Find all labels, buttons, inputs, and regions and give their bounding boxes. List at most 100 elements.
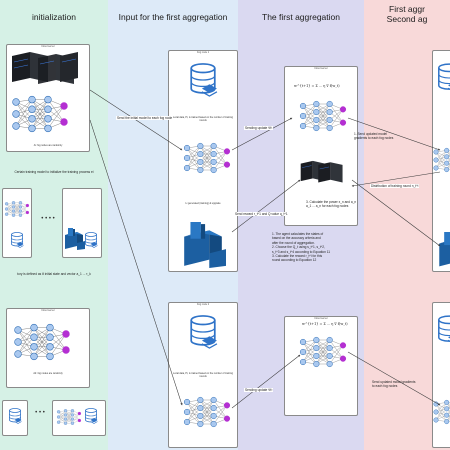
neuron (433, 165, 439, 171)
neuron (313, 116, 320, 124)
neuron (14, 350, 22, 358)
output-neuron (223, 148, 231, 155)
neuron (14, 338, 22, 346)
step-line: 3. Calculate the power x_n and a_n (306, 200, 357, 204)
ellipsis: • • • • (41, 216, 55, 222)
neural-network-icon (433, 399, 450, 425)
neuron (433, 157, 439, 163)
arrow-distribution (351, 171, 441, 187)
neuron (183, 408, 191, 416)
neuron (326, 116, 333, 124)
output-neuron (77, 418, 82, 423)
neural-network-icon (433, 147, 450, 173)
generated-note: Li generated (training) & upgrade (185, 202, 221, 205)
neuron (46, 343, 54, 351)
agent-icon (184, 222, 226, 268)
output-neuron (60, 118, 68, 126)
neuron (210, 142, 217, 150)
neuron (313, 344, 320, 352)
output-neuron (60, 102, 68, 110)
neuron (444, 154, 450, 160)
box-title: Cloud server (314, 67, 328, 70)
neuron (326, 352, 333, 360)
neuron (28, 95, 36, 104)
neuron (46, 323, 54, 332)
init-bottom-caption: tory is defined as θ initial state and v… (17, 272, 91, 276)
step-line: a_1 ... a_n for each fog nodes (306, 204, 349, 209)
local-data-note: Local data, Pi, is trained based on the … (173, 372, 233, 378)
fog-node-panel-right-1 (432, 50, 450, 272)
output-neuron (25, 203, 30, 208)
neuron (433, 149, 439, 155)
neuron (197, 150, 204, 158)
neuron (12, 110, 20, 118)
neuron (183, 164, 191, 172)
neuron (63, 421, 68, 425)
output-neuron (339, 342, 347, 349)
neuron (183, 144, 191, 152)
neuron (210, 158, 217, 166)
neuron (11, 213, 16, 217)
fog-node-box-3 (2, 400, 28, 436)
label-initial-model: Send the initial model to each fog node (116, 116, 174, 120)
box-title: Cloud server (314, 317, 328, 320)
agent-step-line: after the round of aggregation. (272, 240, 315, 245)
neuron (444, 412, 450, 418)
arrow-cloud-to-right-agent (351, 179, 441, 247)
neuron (183, 418, 191, 426)
arrow-init-to-fog2 (89, 119, 183, 406)
neuron (12, 122, 20, 130)
aggregation-formula: w^{t+1} = Σ ... η ∇ f(w_t) (294, 84, 340, 88)
agent-step-line: based on the accuracy criteria and (272, 236, 321, 241)
neural-network-icon (12, 95, 68, 133)
agent-icon (439, 232, 450, 267)
cloud-server-panel-2: Cloud server (284, 316, 358, 416)
output-neuron (62, 346, 70, 354)
neuron (70, 409, 75, 413)
neuron (444, 419, 450, 425)
neuron (444, 160, 450, 166)
neuron (70, 421, 75, 425)
aggregation-formula: w^{t+1} = Σ ... η ∇ f(w_t) (302, 322, 348, 326)
neuron (56, 410, 61, 414)
neuron (183, 398, 191, 406)
box-title: Fog node 1 (196, 51, 210, 54)
neuron (197, 166, 204, 174)
neuron (28, 124, 36, 133)
neuron (210, 404, 217, 412)
cloud-server-panel: Cloud server (284, 66, 358, 226)
neuron (313, 336, 320, 344)
arrow-fog2-to-cloud2 (231, 354, 301, 409)
agent-steps: 1. The agent calculates the states of ba… (272, 232, 356, 263)
neuron (44, 105, 52, 113)
column-title: The first aggregation (262, 12, 340, 22)
output-neuron (339, 106, 347, 113)
neuron (46, 333, 54, 341)
neuron (44, 115, 52, 123)
neuron (299, 348, 307, 356)
neuron (326, 124, 333, 132)
neuron (299, 338, 307, 346)
neuron (326, 100, 333, 108)
neuron (30, 333, 38, 341)
agent-icon (65, 228, 85, 250)
neuron (197, 396, 204, 404)
neuron (4, 202, 9, 206)
agent-step-line: 1. The agent calculates the states of (272, 232, 324, 236)
output-neuron (223, 161, 231, 168)
local-data-note: Local data, Pi, is trained based on the … (173, 116, 233, 122)
neuron (313, 124, 320, 132)
database-icon (190, 63, 218, 97)
step-calculate-power: 3. Calculate the power x_n and a_n a_1 .… (306, 200, 362, 209)
neuron (210, 166, 217, 174)
output-neuron (223, 415, 231, 422)
label-send-gradients-2: Send updated model gradients to each fog… (372, 380, 416, 389)
neuron (70, 413, 75, 417)
neuron (4, 207, 9, 211)
column-title-line1: First aggr (389, 4, 425, 14)
neuron (63, 409, 68, 413)
server-rack-icon (300, 160, 343, 183)
neuron (210, 396, 217, 404)
